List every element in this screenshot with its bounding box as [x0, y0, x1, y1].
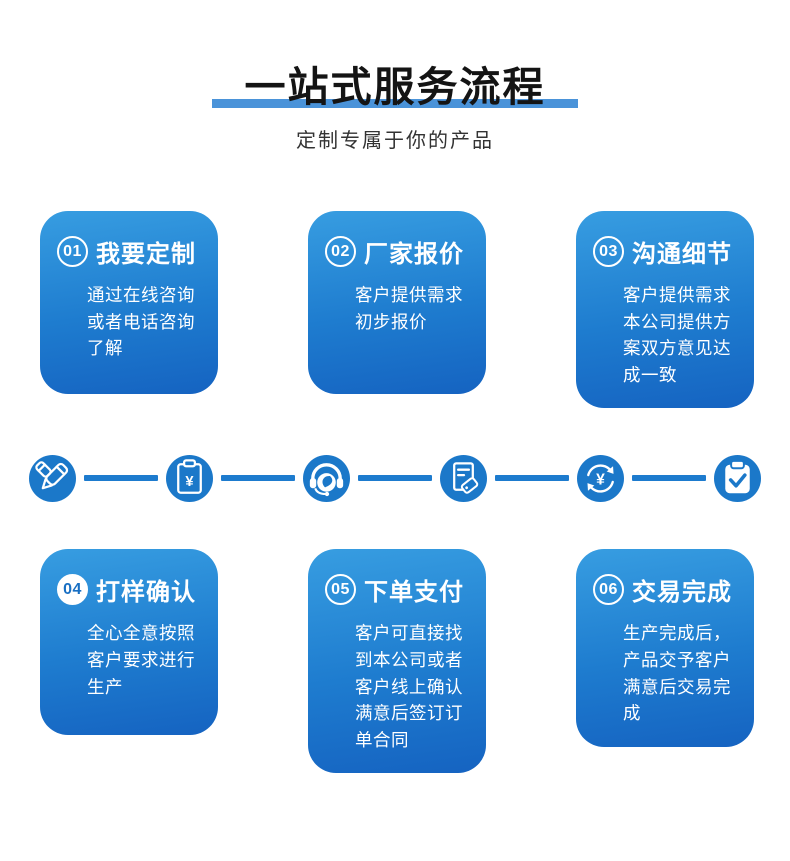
step-description: 生产完成后，产品交予客户满意后交易完成 [623, 623, 731, 724]
step-title: 打样确认 [96, 579, 196, 607]
step-card-04: 04 打样确认 全心全意按照客户要求进行生产 [40, 549, 218, 736]
step-title: 我要定制 [96, 241, 196, 268]
step-card-06: 06 交易完成 生产完成后，产品交予客户满意后交易完成 [576, 549, 754, 747]
step-number-badge: 04 [57, 574, 88, 606]
step-title: 厂家报价 [364, 241, 464, 268]
title-underline-bar [212, 99, 578, 108]
step-card-03: 03 沟通细节 客户提供需求本公司提供方案双方意见达成一致 [576, 211, 754, 409]
step-description: 全心全意按照客户要求进行生产 [87, 623, 195, 697]
step-card-head: 04 打样确认 [57, 572, 205, 607]
step-card-head: 05 下单支付 [325, 572, 473, 607]
step-description: 客户可直接找到本公司或者客户线上确认满意后签订订单合同 [355, 623, 463, 750]
step-description: 客户提供需求本公司提供方案双方意见达成一致 [623, 285, 731, 385]
process-icon-row: ¥ [0, 454, 790, 502]
step-card-head: 03 沟通细节 [593, 234, 741, 269]
step-description: 通过在线咨询或者电话咨询了解 [87, 285, 195, 359]
currency-exchange-icon: ¥ [577, 454, 624, 502]
step-description: 客户提供需求初步报价 [355, 285, 463, 332]
yen-glyph: ¥ [185, 474, 194, 490]
steps-row-bottom: 04 打样确认 全心全意按照客户要求进行生产 05 下单支付 客户可直接找到本公… [0, 549, 790, 774]
page-title: 一站式服务流程 [244, 64, 546, 110]
connector-line [84, 475, 158, 482]
step-card-head: 02 厂家报价 [325, 234, 473, 269]
step-number-badge: 02 [325, 236, 356, 267]
invoice-yen-icon: ¥ [166, 454, 213, 502]
page-subtitle: 定制专属于你的产品 [296, 130, 494, 152]
header: 一站式服务流程 定制专属于你的产品 [0, 0, 790, 155]
step-card-head: 06 交易完成 [593, 572, 741, 607]
step-title: 交易完成 [632, 579, 732, 607]
order-complete-icon [714, 454, 761, 502]
step-title: 下单支付 [364, 579, 464, 607]
step-number-badge: 06 [593, 574, 624, 606]
step-card-01: 01 我要定制 通过在线咨询或者电话咨询了解 [40, 211, 218, 394]
document-tag-icon [440, 454, 487, 502]
step-number-badge: 05 [325, 574, 356, 606]
design-pens-icon [29, 454, 76, 502]
customer-service-icon [303, 454, 350, 502]
connector-line [358, 475, 432, 482]
connector-line [495, 475, 569, 482]
steps-row-top: 01 我要定制 通过在线咨询或者电话咨询了解 02 厂家报价 客户提供需求初步报… [0, 211, 790, 409]
step-number-badge: 01 [57, 236, 88, 267]
connector-line [221, 475, 295, 482]
step-card-02: 02 厂家报价 客户提供需求初步报价 [308, 211, 486, 394]
step-card-05: 05 下单支付 客户可直接找到本公司或者客户线上确认满意后签订订单合同 [308, 549, 486, 774]
yen-glyph: ¥ [596, 471, 605, 488]
step-card-head: 01 我要定制 [57, 234, 205, 269]
connector-line [632, 475, 706, 482]
step-title: 沟通细节 [632, 241, 732, 268]
step-number-badge: 03 [593, 236, 624, 267]
